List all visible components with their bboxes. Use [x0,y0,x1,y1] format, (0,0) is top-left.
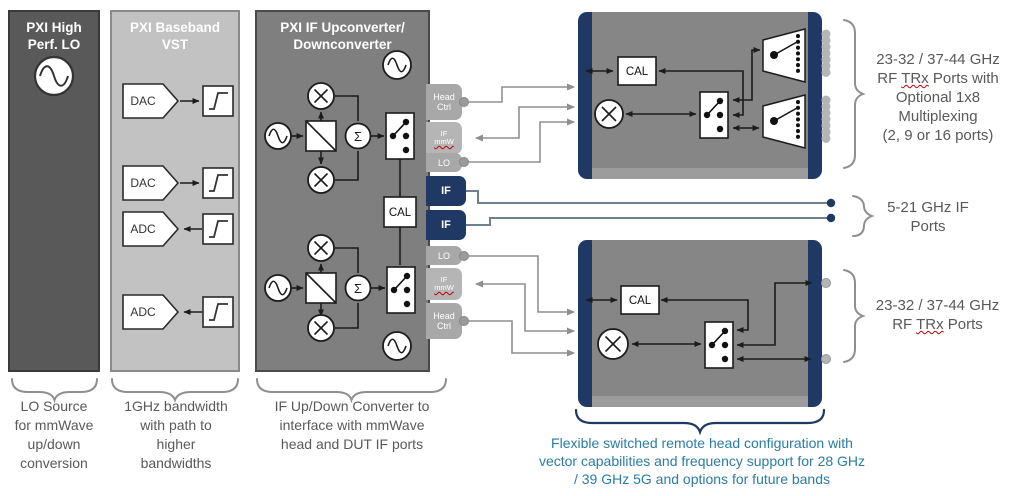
caption-line: interface with mmWave [279,417,425,433]
caption-remote-heads: Flexible switched remote head configurat… [494,434,910,488]
wire-if-mmw-top [475,103,575,142]
caption-line: head and DUT IF ports [280,436,424,452]
label-part: RF [877,70,902,87]
label-part-trx: TRx [916,316,944,333]
tab-head-ctrl-bottom: Head Ctrl [426,303,462,339]
label-line: Ports [910,218,946,235]
tab-label: Head [433,92,455,102]
caption-line: vector capabilities and frequency suppor… [538,453,866,469]
tab-label: IF [440,274,448,284]
remote-head-top [578,12,822,179]
module-title-line: VST [161,37,189,52]
label-line: Multiplexing [898,108,978,125]
label-part-trx: TRx [901,70,929,87]
module-title-line: PXI Baseband [129,20,221,35]
wire-head-ctrl-top [468,83,575,103]
caption-line: up/down [27,436,81,452]
caption-line: higher [156,436,196,452]
tab-if-mmw-bottom: IF mmW [426,268,462,300]
tab-if-2: IF [426,210,466,240]
pxi-if-module: PXI IF Upconverter/ Downconverter [255,10,430,372]
wire-lo-bottom [468,255,575,316]
tab-label: mmW [434,283,454,292]
if-port-dot [826,198,836,208]
caption-line: Flexible switched remote head configurat… [551,435,853,451]
tab-head-ctrl-top: Head Ctrl [426,84,462,120]
caption-line: for mmWave [14,417,94,433]
remote-head-bottom-band [592,396,808,407]
remote-head-bottom-band [592,168,808,179]
wire-head-ctrl-bottom [468,320,575,357]
tab-if-mmw-top: IF mmW [426,122,462,154]
label-line: Optional 1x8 [895,89,981,106]
caption-lo-source: LO Source for mmWave up/down conversion [2,397,106,473]
tab-label: IF [441,185,451,197]
brace-remote-heads [574,408,826,436]
tab-label: IF [441,219,451,231]
caption-line: 1GHz bandwidth [124,398,228,414]
if-port-dot [826,213,836,223]
tab-lo-bottom: LO [426,246,462,265]
label-line: RF TRx Ports [860,315,1015,334]
tab-label: Head [433,311,455,321]
tab-label: IF [440,128,448,138]
caption-line: bandwidths [140,455,212,471]
module-title-line: PXI IF Upconverter/ [280,20,405,35]
label-line: 23-32 / 37-44 GHz [876,51,1000,68]
label-part: Ports with [928,70,999,87]
label-line: (2, 9 or 16 ports) [882,127,994,144]
module-title-line: Perf. LO [27,37,81,52]
tab-label: LO [437,157,450,168]
tab-label: Ctrl [437,102,451,112]
module-title: PXI IF Upconverter/ Downconverter [257,19,428,53]
tab-label: LO [437,250,450,261]
label-part: Ports [943,316,983,333]
wire-if-mmw-bottom [475,280,575,335]
caption-line: with path to [140,417,212,433]
tab-if-1: IF [426,176,466,206]
caption-if-converter: IF Up/Down Converter to interface with m… [246,397,458,454]
tab-label: mmW [434,137,454,146]
wire-if-port-1 [466,190,829,204]
pxi-vst-module: PXI Baseband VST [110,10,240,372]
label-top-rf-ports: 23-32 / 37-44 GHz RF TRx Ports with Opti… [858,50,1018,145]
label-if-ports: 5-21 GHz IF Ports [868,198,988,236]
pxi-lo-module: PXI High Perf. LO [8,10,100,372]
caption-line: IF Up/Down Converter to [274,398,430,414]
caption-vst-bandwidth: 1GHz bandwidth with path to higher bandw… [106,397,246,473]
module-title-line: Downconverter [293,37,392,52]
module-title: PXI High Perf. LO [10,19,98,53]
label-line: 23-32 / 37-44 GHz [875,297,1000,314]
wire-lo-top [468,118,575,163]
remote-head-body [592,240,808,407]
module-title: PXI Baseband VST [112,19,238,53]
label-part: RF [892,316,917,333]
label-line: 5-21 GHz IF [887,199,969,216]
rf-port-nubs [821,278,831,364]
caption-line: conversion [20,455,88,471]
remote-head-body [592,12,808,179]
label-bottom-rf-ports: 23-32 / 37-44 GHz RF TRx Ports [860,296,1015,334]
tab-lo-top: LO [426,153,462,172]
wire-if-port-2 [466,217,829,226]
label-line: RF TRx Ports with [858,69,1018,88]
caption-line: LO Source [20,398,88,414]
remote-head-bottom [578,240,822,407]
module-title-line: PXI High [26,20,82,35]
caption-line: / 39 GHz 5G and options for future bands [573,471,831,487]
tab-label: Ctrl [437,321,451,331]
